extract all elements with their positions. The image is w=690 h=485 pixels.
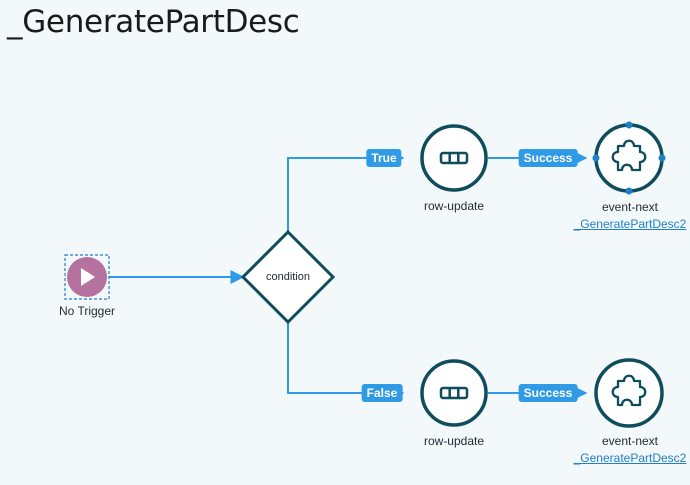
connection-handle-top[interactable] xyxy=(625,121,633,129)
false-success-badge[interactable]: Success xyxy=(518,384,578,402)
true-edge-badge[interactable]: True xyxy=(366,149,402,167)
false-edge-badge[interactable]: False xyxy=(361,384,403,402)
trigger-label: No Trigger xyxy=(58,304,116,318)
table-row-icon xyxy=(439,151,469,165)
true-event-link[interactable]: _GeneratePartDesc2 xyxy=(573,217,687,231)
trigger-node[interactable] xyxy=(64,254,110,300)
true-row-update-node[interactable] xyxy=(420,124,488,192)
false-action-label: row-update xyxy=(423,434,485,448)
selection-box xyxy=(64,254,110,300)
true-success-badge[interactable]: Success xyxy=(518,149,578,167)
false-row-update-node[interactable] xyxy=(420,359,488,427)
puzzle-piece-icon xyxy=(611,374,647,407)
true-event-next-node[interactable] xyxy=(592,121,666,195)
condition-label: condition xyxy=(265,271,311,283)
connection-handle-right[interactable] xyxy=(658,154,666,162)
table-row-icon xyxy=(439,386,469,400)
false-event-link[interactable]: _GeneratePartDesc2 xyxy=(573,451,687,465)
condition-node[interactable] xyxy=(240,229,336,325)
connection-handle-left[interactable] xyxy=(592,154,600,162)
edge-condition-true[interactable] xyxy=(287,151,405,232)
false-event-next-node[interactable] xyxy=(594,358,664,428)
false-event-label: event-next xyxy=(601,434,659,448)
connection-handle-bottom[interactable] xyxy=(625,187,633,195)
edge-condition-false[interactable] xyxy=(287,322,405,400)
true-action-label: row-update xyxy=(423,199,485,213)
page-title: _GeneratePartDesc xyxy=(7,4,300,40)
play-icon xyxy=(81,268,95,286)
true-event-label: event-next xyxy=(601,200,659,214)
puzzle-piece-icon xyxy=(611,139,647,172)
